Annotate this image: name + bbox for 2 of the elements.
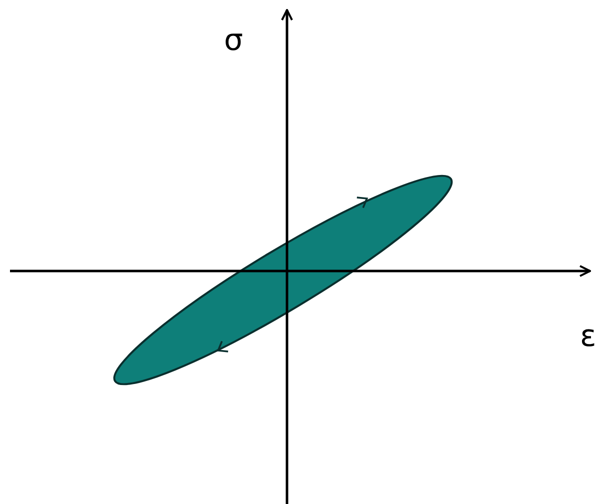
strain-axis-label: ε — [580, 322, 596, 352]
stress-axis-label: σ — [224, 26, 244, 56]
